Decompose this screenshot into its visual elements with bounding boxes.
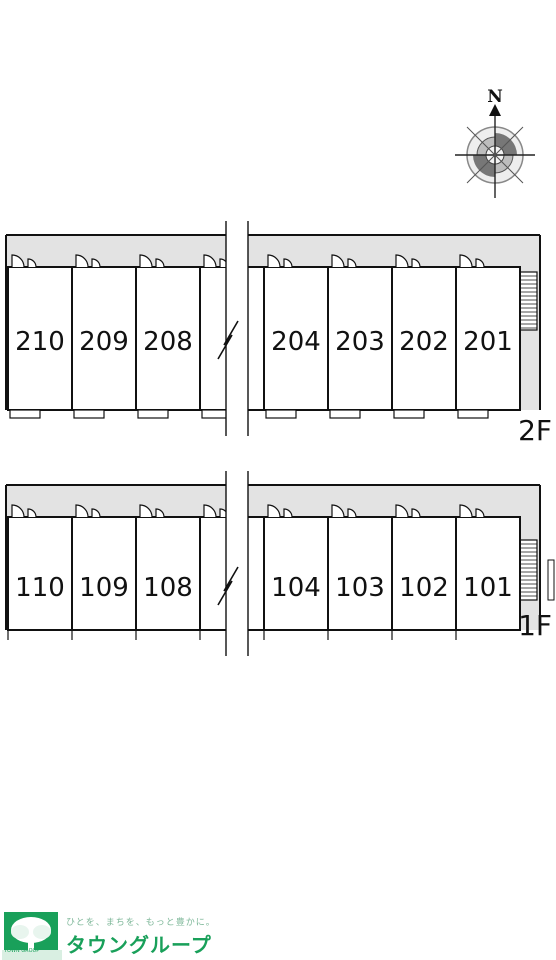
unit-number: 109 [79, 573, 129, 603]
break-gap [226, 221, 248, 436]
door-icon [139, 254, 153, 268]
balcony [73, 409, 105, 419]
unit-room [135, 516, 201, 631]
floor-label: 2F [518, 414, 552, 447]
unit-room [135, 266, 201, 411]
logo-tagline: ひとを、まちを、もっと豊かに。 [66, 918, 216, 928]
balcony [9, 409, 41, 419]
door-icon [475, 258, 485, 268]
unit-number: 102 [399, 573, 449, 603]
unit-room [71, 266, 137, 411]
floor-label: 1F [518, 609, 552, 642]
logo-name: タウングループ [66, 933, 212, 957]
logo-sub-text: TOWN GROUP [4, 948, 40, 954]
door-icon [331, 254, 345, 268]
door-icon [347, 508, 357, 518]
door-icon [411, 258, 421, 268]
floor-2F: 210 209 208 204 203 202 201 2F [5, 221, 552, 447]
unit-number: 204 [271, 327, 321, 357]
unit-room [7, 266, 73, 411]
unit-number: 110 [15, 573, 65, 603]
stair-icon [519, 271, 538, 331]
balcony [265, 409, 297, 419]
door-icon [395, 254, 409, 268]
door-icon [75, 254, 89, 268]
unit-room [327, 266, 393, 411]
unit-number: 108 [143, 573, 193, 603]
door-icon [27, 508, 37, 518]
door-icon [11, 504, 25, 518]
balcony [329, 409, 361, 419]
door-icon [155, 508, 165, 518]
compass-north-label: N [487, 87, 503, 107]
unit-number: 210 [15, 327, 65, 357]
door-icon [203, 504, 217, 518]
door-icon [139, 504, 153, 518]
door-icon [411, 508, 421, 518]
unit-number: 104 [271, 573, 321, 603]
door-icon [283, 508, 293, 518]
door-icon [475, 508, 485, 518]
door-icon [283, 258, 293, 268]
unit-number: 208 [143, 327, 193, 357]
door-icon [155, 258, 165, 268]
stair-landing [547, 559, 555, 601]
door-icon [91, 508, 101, 518]
unit-room [455, 516, 521, 631]
door-icon [267, 504, 281, 518]
door-icon [331, 504, 345, 518]
unit-room [71, 516, 137, 631]
unit-number: 101 [463, 573, 513, 603]
door-icon [395, 504, 409, 518]
door-icon [203, 254, 217, 268]
unit-number: 209 [79, 327, 129, 357]
door-icon [27, 258, 37, 268]
break-zigzag [217, 320, 239, 360]
unit-number: 103 [335, 573, 385, 603]
balcony [457, 409, 489, 419]
unit-number: 202 [399, 327, 449, 357]
balcony [393, 409, 425, 419]
break-zigzag [217, 566, 239, 606]
door-icon [11, 254, 25, 268]
unit-number: 203 [335, 327, 385, 357]
door-icon [459, 504, 473, 518]
door-icon [459, 254, 473, 268]
stair-icon [519, 539, 538, 601]
unit-number: 201 [463, 327, 513, 357]
door-icon [91, 258, 101, 268]
compass-icon: N [455, 87, 535, 198]
door-icon [267, 254, 281, 268]
balcony [137, 409, 169, 419]
door-icon [75, 504, 89, 518]
tree-logo-icon [2, 912, 62, 960]
break-gap [226, 471, 248, 656]
door-icon [347, 258, 357, 268]
